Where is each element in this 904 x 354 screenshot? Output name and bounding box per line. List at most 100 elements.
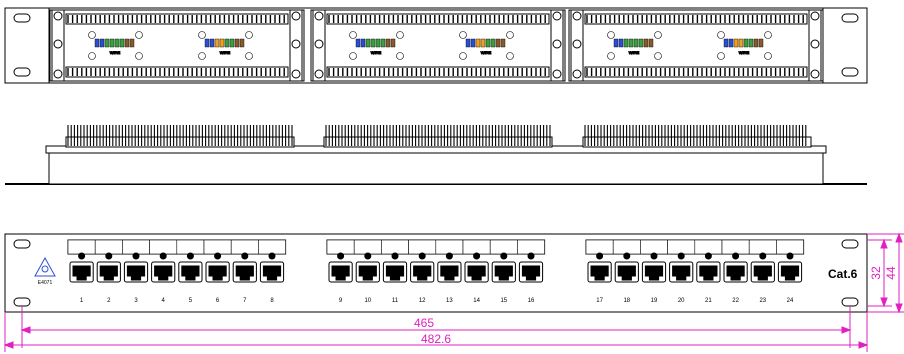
- screw-icon: [53, 69, 63, 79]
- rj45-port: [694, 239, 723, 283]
- mount-slot: [841, 67, 859, 77]
- front-view: [4, 233, 868, 313]
- rj45-port: [122, 239, 150, 283]
- screw-icon: [291, 39, 301, 49]
- rj45-port: [67, 239, 96, 283]
- category-label: Cat.6: [828, 267, 858, 281]
- dimension-44: 44: [884, 266, 898, 280]
- rj45-port: [94, 239, 123, 283]
- mount-slot: [13, 67, 31, 77]
- idc-connector: WIRE: [607, 31, 662, 60]
- port-number: 10: [364, 298, 371, 304]
- side-view: [5, 125, 867, 185]
- port-number: 16: [528, 298, 535, 304]
- port-led-icon: [445, 252, 453, 260]
- port-group: [67, 239, 287, 283]
- wire-label: WIRE: [220, 50, 231, 55]
- port-number: 23: [759, 298, 766, 304]
- screw-icon: [291, 11, 301, 21]
- rj45-port: [326, 239, 355, 283]
- rj45-port: [721, 239, 750, 283]
- port-group: [326, 239, 546, 283]
- port-number: 7: [243, 298, 247, 304]
- rj45-port: [381, 239, 409, 283]
- port-led-icon: [364, 252, 372, 260]
- mount-slot: [841, 239, 859, 249]
- punchdown-block: [584, 66, 808, 78]
- rj45-port: [640, 239, 668, 283]
- port-number: 12: [419, 298, 426, 304]
- port-group: [585, 239, 805, 283]
- port-number: 13: [446, 298, 453, 304]
- port-number: 19: [651, 298, 658, 304]
- port-led-icon: [268, 252, 276, 260]
- rj45-port: [258, 239, 286, 283]
- idc-connector: WIRE: [88, 31, 143, 60]
- port-led-icon: [596, 252, 604, 260]
- wire-label: WIRE: [629, 50, 640, 55]
- port-led-icon: [500, 252, 508, 260]
- port-led-icon: [159, 252, 167, 260]
- screw-icon: [572, 69, 582, 79]
- rj45-port: [667, 239, 696, 283]
- rj45-port: [203, 239, 232, 283]
- rear-module: WIRE WIRE: [310, 9, 566, 82]
- idc-connector: WIRE: [198, 31, 253, 60]
- side-idc-teeth: [65, 125, 295, 148]
- port-led-icon: [241, 252, 249, 260]
- wire-label: WIRE: [371, 50, 382, 55]
- side-idc-teeth: [323, 125, 553, 148]
- mount-slot: [13, 13, 31, 23]
- port-led-icon: [337, 252, 345, 260]
- dimension-lines: [3, 232, 904, 352]
- screw-icon: [53, 39, 63, 49]
- port-led-icon: [132, 252, 140, 260]
- wire-label: WIRE: [110, 50, 121, 55]
- port-led-icon: [78, 252, 86, 260]
- port-number: 1: [80, 298, 84, 304]
- port-number: 6: [216, 298, 220, 304]
- screw-icon: [314, 39, 324, 49]
- screw-icon: [572, 11, 582, 21]
- port-led-icon: [214, 252, 222, 260]
- port-number: 14: [473, 298, 480, 304]
- idc-connector: WIRE: [349, 31, 404, 60]
- rear-module: WIRE WIRE: [49, 9, 305, 82]
- port-number: 20: [678, 298, 685, 304]
- port-number: 22: [732, 298, 739, 304]
- screw-icon: [810, 11, 820, 21]
- port-number: 18: [623, 298, 630, 304]
- port-led-icon: [391, 252, 399, 260]
- port-number: 4: [162, 298, 166, 304]
- punchdown-block: [65, 66, 289, 78]
- port-led-icon: [650, 252, 658, 260]
- port-number: 21: [705, 298, 712, 304]
- port-number: 8: [270, 298, 274, 304]
- punchdown-block: [65, 13, 289, 25]
- port-led-icon: [105, 252, 113, 260]
- screw-icon: [314, 69, 324, 79]
- port-led-icon: [786, 252, 794, 260]
- rj45-port: [489, 239, 518, 283]
- punchdown-block: [326, 13, 550, 25]
- wire-label: WIRE: [739, 50, 750, 55]
- rj45-port: [435, 239, 464, 283]
- approval-mark-icon: [34, 256, 56, 277]
- idc-connector: WIRE: [459, 31, 514, 60]
- screw-icon: [552, 39, 562, 49]
- side-body: [48, 151, 824, 185]
- approval-mark-label: E4071: [38, 280, 53, 286]
- port-led-icon: [623, 252, 631, 260]
- rear-module: WIRE WIRE: [568, 9, 824, 82]
- screw-icon: [314, 11, 324, 21]
- port-number: 9: [339, 298, 343, 304]
- wire-label: WIRE: [481, 50, 492, 55]
- port-led-icon: [759, 252, 767, 260]
- port-led-icon: [677, 252, 685, 260]
- port-number: 24: [787, 298, 794, 304]
- mount-slot: [13, 239, 31, 249]
- rj45-port: [517, 239, 545, 283]
- screw-icon: [53, 11, 63, 21]
- rj45-port: [149, 239, 178, 283]
- dimension-32: 32: [869, 266, 883, 280]
